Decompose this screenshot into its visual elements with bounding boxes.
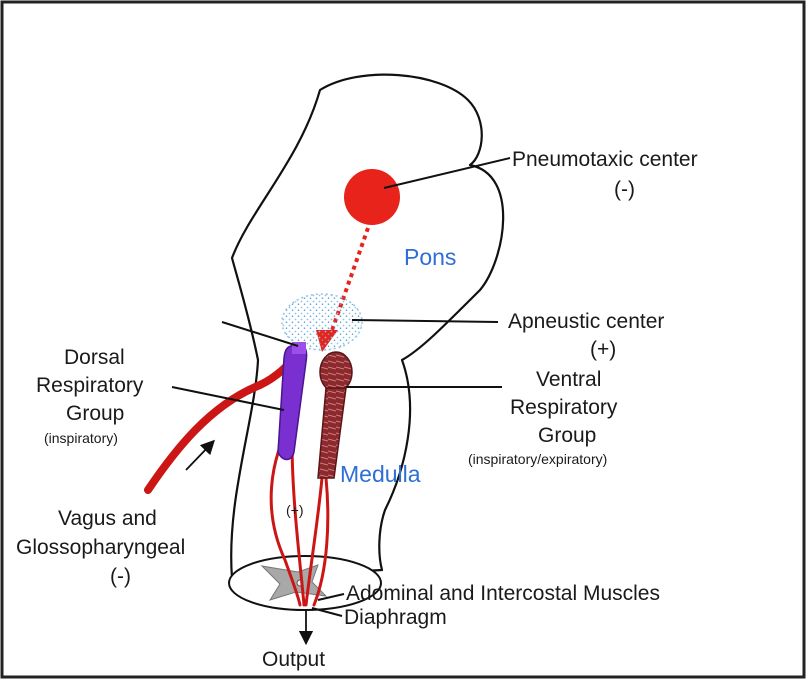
vagus-label-line2: Glossopharyngeal: [16, 536, 185, 559]
ventral-label-line1: Ventral: [536, 368, 601, 391]
muscles-label: Adominal and Intercostal Muscles: [346, 582, 660, 605]
dorsal-label-line1: Dorsal: [64, 346, 125, 369]
dorsal-label-line2: Respiratory: [36, 374, 144, 397]
apneustic-label: Apneustic center: [508, 310, 664, 333]
pons-label: Pons: [404, 244, 456, 270]
ventral-label-line3: Group: [538, 424, 596, 447]
pneumotaxic-sign: (-): [614, 178, 635, 201]
medulla-label: Medulla: [340, 461, 421, 487]
vagus-label-line1: Vagus and: [58, 507, 157, 530]
apneustic-sign: (+): [590, 338, 616, 361]
output-label: Output: [262, 648, 325, 671]
apneustic-center: [282, 294, 362, 350]
ventral-label-line2: Respiratory: [510, 396, 618, 419]
pneumotaxic-label: Pneumotaxic center: [512, 148, 698, 171]
ventral-label-sub: (inspiratory/expiratory): [468, 451, 607, 467]
white-cover-box: [14, 262, 222, 338]
nerve-plus-label: (+): [286, 502, 304, 518]
afferent-arrow: [186, 445, 210, 470]
diaphragm-label: Diaphragm: [344, 606, 447, 629]
vagus-label-sign: (-): [110, 565, 131, 588]
dorsal-label-sub: (inspiratory): [44, 430, 118, 446]
pneumotaxic-center: [344, 169, 400, 225]
dorsal-label-line3: Group: [66, 402, 124, 425]
